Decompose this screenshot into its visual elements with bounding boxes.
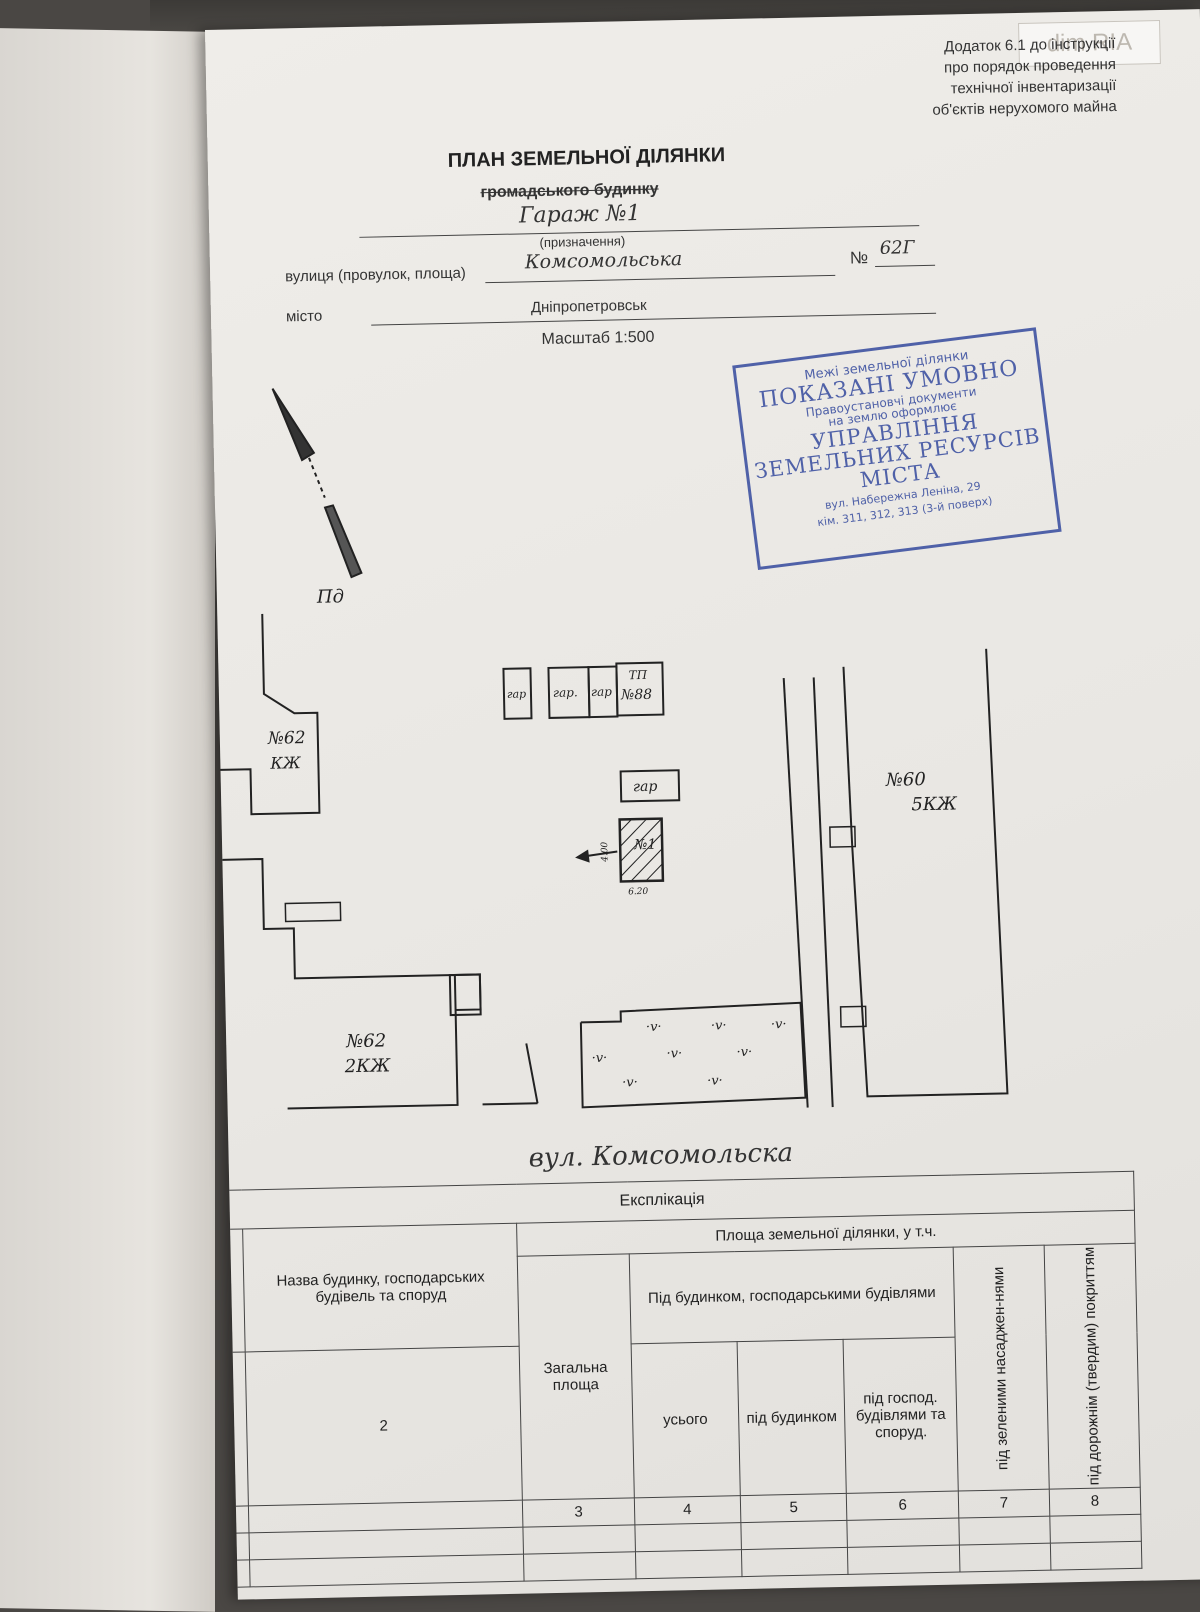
number-label: № xyxy=(849,248,869,268)
col-name-header: Назва будинку, господарських будівель та… xyxy=(242,1223,520,1352)
svg-text:·v·: ·v· xyxy=(771,1017,787,1032)
building-62-bottom-type: 2КЖ xyxy=(344,1055,392,1077)
col-all-header: усього xyxy=(630,1341,741,1498)
building-60-number: №60 xyxy=(885,769,926,791)
appendix-note: Додаток 6.1 до інструкції про порядок пр… xyxy=(855,33,1117,122)
garage-1 xyxy=(618,817,665,883)
north-label: Пд xyxy=(316,586,345,608)
street-value: Комсомольська xyxy=(524,248,683,274)
city-label: місто xyxy=(285,307,323,326)
under-buildings-header: Під будинком, господарськими будівлями xyxy=(628,1247,955,1344)
svg-text:·v·: ·v· xyxy=(736,1045,752,1060)
transformer-substation xyxy=(615,661,665,717)
street-caption: вул. Комсомольска xyxy=(528,1137,794,1174)
building-62-bottom-number: №62 xyxy=(345,1030,386,1052)
street-label: вулиця (провулок, площа) xyxy=(285,264,466,286)
explication-table: Експлікація Літер за планом Назва будинк… xyxy=(205,1171,1142,1588)
col-num: 6 xyxy=(846,1490,959,1521)
col-green-header: під зеленими насаджен-нями xyxy=(990,1266,1012,1470)
col-num: 5 xyxy=(740,1493,848,1523)
col-num: 7 xyxy=(958,1488,1050,1518)
number-value: 62Г xyxy=(879,237,915,259)
col-house-header: під будинком xyxy=(736,1338,847,1496)
garage-number: №1 xyxy=(633,837,656,853)
svg-text:·v·: ·v· xyxy=(591,1051,607,1066)
green-marks: ·v· ·v· ·v· ·v· ·v· ·v· ·v· ·v· xyxy=(591,1017,787,1090)
tp-number: №88 xyxy=(620,687,652,704)
page-subtitle: громадського будинку xyxy=(480,180,659,202)
page-title: ПЛАН ЗЕМЕЛЬНОЇ ДІЛЯНКИ xyxy=(447,144,726,172)
city-line xyxy=(371,312,937,326)
purpose-line xyxy=(359,225,920,238)
green-zone xyxy=(579,1001,807,1109)
city-value: Дніпропетровськ xyxy=(530,296,647,317)
garage-box xyxy=(619,769,681,803)
col-total-header: Загальна площа xyxy=(517,1253,634,1500)
tp-label: ТП xyxy=(628,668,647,682)
garage-label: гар xyxy=(591,685,613,699)
left-page xyxy=(0,28,215,1612)
svg-text:·v·: ·v· xyxy=(666,1046,682,1061)
col-num: 2 xyxy=(244,1345,523,1506)
building-62-top-number: №62 xyxy=(267,728,306,749)
appendix-line: об'єктів нерухомого майна xyxy=(932,97,1117,119)
purpose-value: Гараж №1 xyxy=(518,200,641,229)
svg-text:·v·: ·v· xyxy=(646,1020,662,1035)
purpose-caption: (призначення) xyxy=(539,233,626,251)
building-60 xyxy=(851,648,1009,1098)
col-num: 3 xyxy=(522,1497,635,1527)
garage-label: гар xyxy=(507,687,526,700)
dimension-side: 4.00 xyxy=(600,841,610,863)
document-sheet: dim RIA Додаток 6.1 до інструкції про по… xyxy=(205,9,1200,1600)
building-62-top-type: КЖ xyxy=(269,753,302,773)
col-road-header: під дорожнім (твердим) покриттям xyxy=(1081,1246,1104,1486)
col-outbuildings-header: під господ. будівлями та споруд. xyxy=(843,1336,959,1494)
garage-label: гар. xyxy=(553,685,578,700)
street-line xyxy=(485,274,836,284)
dimension-bottom: 6.20 xyxy=(628,887,649,897)
svg-text:·v·: ·v· xyxy=(622,1075,638,1090)
building-62-top xyxy=(220,613,321,816)
building-62-bottom xyxy=(448,973,482,1017)
number-line xyxy=(875,264,936,268)
col-num: 4 xyxy=(633,1495,741,1525)
garage-box xyxy=(502,667,533,720)
garage-label: гар xyxy=(633,779,658,796)
svg-text:·v·: ·v· xyxy=(707,1073,723,1088)
col-num: 8 xyxy=(1049,1486,1141,1516)
north-arrow-icon xyxy=(271,388,363,579)
building-60-type: 5КЖ xyxy=(911,793,958,815)
site-plan: Пд гар гар. гар ТП №88 гар №1 4.00 6.20 … xyxy=(220,388,1009,1110)
svg-text:·v·: ·v· xyxy=(711,1018,727,1033)
